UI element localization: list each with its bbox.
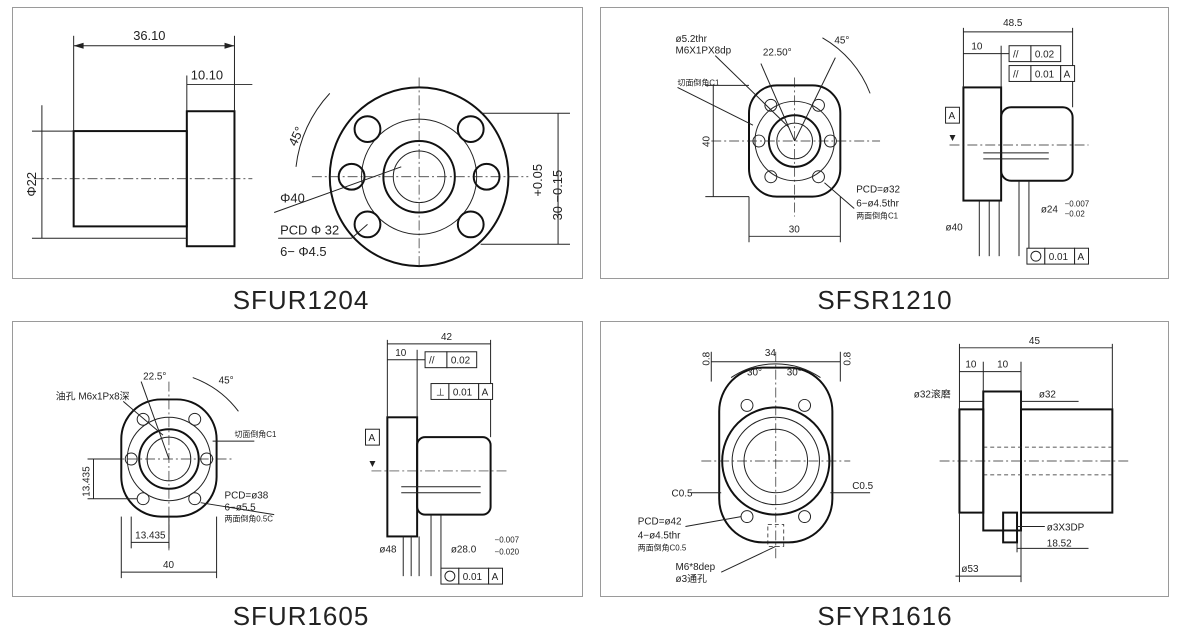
- sfur1605-drawing: 22.5° 45° 油孔 M6x1Px8深 切面倒角C1 13.435 13.4…: [56, 332, 520, 585]
- sfur1204-length-label: 36.10: [133, 28, 165, 43]
- sfyr1616-oil-hole2: ø3通孔: [676, 573, 707, 585]
- sfur1605-chamfer: 切面倒角C1: [234, 429, 276, 439]
- svg-text://: //: [429, 356, 435, 367]
- sfyr1616-surface-left: 0.8: [701, 351, 712, 365]
- sfur1204-flange-label: 10.10: [191, 67, 223, 82]
- sfur1605-shaft-tol-upper: −0.007: [495, 535, 520, 544]
- sfsr1210-shaft-tol-lower: −0.02: [1065, 209, 1086, 218]
- sfur1605-angle-large: 45°: [219, 376, 234, 387]
- sfyr1616-pcd: PCD=ø42: [638, 517, 682, 528]
- sfur1605-parallel: 0.02: [451, 356, 471, 367]
- sfyr1616-seg1: 10: [965, 360, 977, 371]
- sfur1605-length: 42: [441, 332, 453, 343]
- sfyr1616-bore-right: ø32: [1039, 389, 1057, 400]
- sfur1605-concentric: 0.01: [463, 572, 483, 583]
- sfyr1616-holes: 4−ø4.5thr: [638, 530, 681, 541]
- svg-text:A: A: [492, 572, 499, 583]
- sfur1605-dim-h: 13.435: [135, 530, 166, 541]
- sfsr1210-shaft-tol-upper: −0.007: [1065, 200, 1090, 209]
- sfsr1210-parallel1: 0.02: [1035, 50, 1055, 61]
- sfsr1210-length: 48.5: [1003, 18, 1023, 29]
- sfur1204-shaft-dia-label: Φ22: [24, 172, 39, 197]
- sfsr1210-chamfer: 切面倒角C1: [678, 77, 720, 87]
- sfur1605-angle-small: 22.5°: [143, 372, 166, 383]
- sfsr1210-drawing: 22.50° 45° ø5.2thr M6X1PX8dp 切面倒角C1 40 3…: [676, 18, 1090, 265]
- sfur1605-shaft-tol-lower: −0.020: [495, 547, 520, 556]
- sfur1605-width: 40: [163, 560, 175, 571]
- sfyr1616-pin-hole: ø3X3DP: [1047, 522, 1085, 533]
- sfyr1616-oil-hole: M6*8dep: [676, 562, 716, 573]
- sfur1204-angle-label: 45°: [285, 124, 307, 148]
- svg-text:A: A: [1078, 252, 1085, 263]
- svg-text://: //: [1013, 69, 1019, 80]
- sfur1204-outer-dia-label: Φ40: [280, 191, 305, 206]
- sfur1204-pcd-label: PCD Φ 32: [280, 222, 339, 237]
- sfsr1210-chamfer2: 两面倒角C1: [856, 210, 898, 220]
- sfyr1616-surface-right: 0.8: [842, 351, 853, 365]
- sfyr1616-angle-left: 30°: [747, 368, 762, 379]
- svg-text:A: A: [1064, 69, 1071, 80]
- sfsr1210-holes: 6−ø4.5thr: [856, 199, 899, 210]
- drawing-panel-sfur1204: 36.10 10.10 Φ22 45° +0.05 30 −0.15 Φ40: [12, 7, 583, 279]
- sfsr1210-angle-large: 45°: [834, 36, 849, 47]
- sfur1204-drawing: 36.10 10.10 Φ22 45° +0.05 30 −0.15 Φ40: [24, 28, 570, 269]
- sfur1204-tol-plus: +0.05: [530, 164, 545, 197]
- svg-text:A: A: [482, 387, 489, 398]
- sfyr1616-angle-right: 30°: [787, 368, 802, 379]
- sfyr1616-outer-dia: ø53: [961, 564, 979, 575]
- sfsr1210-height: 40: [701, 135, 712, 147]
- sfsr1210-concentric: 0.01: [1049, 252, 1069, 263]
- sfyr1616-chamfer-left: C0.5: [672, 489, 693, 500]
- sfsr1210-oil-hole: M6X1PX8dp: [676, 46, 732, 57]
- sfsr1210-datum: A: [949, 111, 956, 122]
- sfyr1616-seg2: 10: [997, 360, 1009, 371]
- sfyr1616-bore-left: ø32滚磨: [914, 387, 951, 400]
- svg-text://: //: [1013, 50, 1019, 61]
- drawing-panel-sfur1605: 22.5° 45° 油孔 M6x1Px8深 切面倒角C1 13.435 13.4…: [12, 321, 583, 597]
- sfsr1210-flange: 10: [971, 42, 983, 53]
- sfur1605-outer-dia: ø48: [379, 544, 397, 555]
- caption-sfur1204: SFUR1204: [232, 285, 370, 315]
- sfyr1616-chamfer-right: C0.5: [852, 481, 873, 492]
- sfyr1616-drawing: 34 0.8 0.8 30° 30° C0.5 C0.5 PCD=ø42 4−ø…: [638, 336, 1129, 585]
- sfyr1616-length: 45: [1029, 336, 1041, 347]
- sfsr1210-shaft-dia: ø24: [1041, 204, 1059, 215]
- sfsr1210-thread-hole: ø5.2thr: [676, 34, 708, 45]
- caption-sfsr1210: SFSR1210: [817, 285, 953, 315]
- sfur1605-flange: 10: [395, 348, 407, 359]
- sfur1605-holes: 6−ø5.5: [225, 503, 257, 514]
- sfyr1616-width: 34: [765, 348, 777, 359]
- sfur1204-holes-label: 6− Φ4.5: [280, 244, 326, 259]
- drawing-panel-sfsr1210: 22.50° 45° ø5.2thr M6X1PX8dp 切面倒角C1 40 3…: [600, 7, 1169, 279]
- sfsr1210-outer-dia: ø40: [946, 222, 964, 233]
- drawing-panel-sfyr1616: 34 0.8 0.8 30° 30° C0.5 C0.5 PCD=ø42 4−ø…: [600, 321, 1169, 597]
- sfur1605-pcd: PCD=ø38: [225, 491, 269, 502]
- sfsr1210-angle-small: 22.50°: [763, 48, 792, 59]
- sfsr1210-parallel2: 0.01: [1035, 69, 1055, 80]
- sfur1605-datum: A: [368, 433, 375, 444]
- svg-text:⊥: ⊥: [436, 387, 445, 398]
- sfyr1616-chamfer2: 两面倒角C0.5: [638, 542, 687, 552]
- sfur1605-dim-v: 13.435: [82, 466, 93, 497]
- sfsr1210-pcd: PCD=ø32: [856, 185, 900, 196]
- caption-sfyr1616: SFYR1616: [817, 601, 953, 631]
- sfur1605-shaft-dia: ø28.0: [451, 544, 477, 555]
- sfur1605-oil-hole: 油孔 M6x1Px8深: [56, 389, 130, 402]
- sfur1605-perp: 0.01: [453, 387, 473, 398]
- sfyr1616-offset: 18.52: [1047, 538, 1072, 549]
- caption-sfur1605: SFUR1605: [232, 601, 370, 631]
- sfur1204-tol-minus: 30 −0.15: [550, 170, 565, 221]
- sfsr1210-width: 30: [789, 224, 801, 235]
- sfur1605-chamfer2: 两面倒角0.5C: [225, 514, 274, 524]
